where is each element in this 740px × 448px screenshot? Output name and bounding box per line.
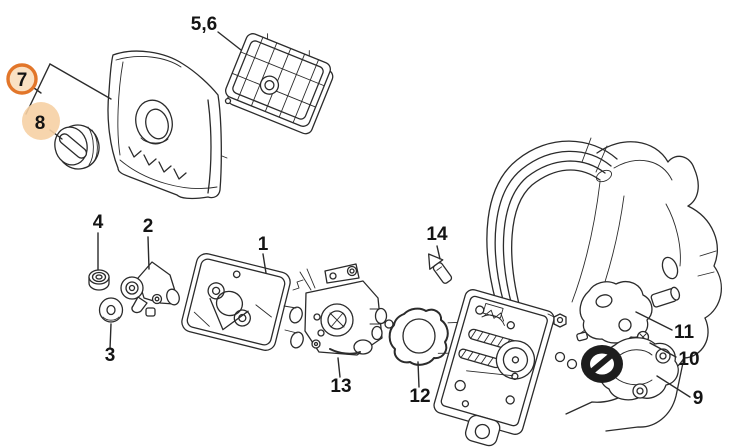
- part-labels: 7 8 5,6 4 2 3 1 13 12 14 11 10 9: [6, 14, 704, 409]
- twist-lock-knob-drawing[interactable]: [51, 121, 103, 173]
- washer-drawing[interactable]: [98, 297, 124, 323]
- carburetor-drawing[interactable]: [292, 263, 388, 356]
- part-label-11[interactable]: 11: [674, 322, 695, 343]
- part-label-12[interactable]: 12: [409, 386, 430, 407]
- selected-glow: [22, 102, 60, 140]
- part-label-8-selected[interactable]: 8: [22, 102, 60, 140]
- leader-line-10: [649, 342, 677, 358]
- leader-line-7: [25, 63, 112, 115]
- part-label-text: 8: [35, 113, 46, 134]
- intake-elbow-drawing[interactable]: [581, 337, 679, 401]
- leader-line-5-6: [217, 31, 242, 51]
- leader-line-12: [417, 361, 420, 388]
- part-label-9[interactable]: 9: [693, 388, 704, 409]
- leader-line-2: [147, 236, 150, 270]
- air-filter-element-drawing[interactable]: [221, 27, 339, 136]
- bracket-cover-drawing[interactable]: [576, 280, 681, 344]
- clips-and-bolt-drawing: [547, 313, 578, 370]
- leader-line-1: [262, 253, 267, 274]
- leader-lines: [25, 31, 691, 398]
- filter-base-drawing[interactable]: [180, 252, 293, 353]
- carburetor-gasket-drawing[interactable]: [384, 307, 449, 366]
- plug-drawing[interactable]: [422, 249, 455, 286]
- part-label-5-6[interactable]: 5,6: [191, 14, 217, 35]
- leader-line-13: [337, 357, 341, 378]
- part-label-13[interactable]: 13: [330, 376, 351, 397]
- leader-line-14: [436, 245, 441, 260]
- diagram-artwork: [51, 27, 722, 447]
- leader-line-3: [109, 323, 112, 350]
- choke-lever-drawing[interactable]: [120, 261, 181, 317]
- leader-line-9: [656, 375, 691, 398]
- air-filter-cover-drawing[interactable]: [107, 50, 232, 200]
- part-label-2[interactable]: 2: [143, 216, 154, 237]
- part-label-1[interactable]: 1: [258, 234, 269, 255]
- part-label-3[interactable]: 3: [105, 345, 116, 366]
- part-label-7-selected[interactable]: 7: [6, 63, 38, 95]
- part-label-text: 7: [17, 70, 28, 91]
- part-label-10[interactable]: 10: [678, 349, 699, 370]
- part-label-14[interactable]: 14: [426, 224, 448, 245]
- nut-drawing[interactable]: [88, 269, 110, 291]
- filter-base-side-ports-drawing: [283, 305, 304, 349]
- leader-line-11: [635, 311, 673, 331]
- selected-ring: [6, 63, 38, 95]
- throttle-frame-drawing: [433, 289, 555, 447]
- part-label-4[interactable]: 4: [93, 212, 104, 233]
